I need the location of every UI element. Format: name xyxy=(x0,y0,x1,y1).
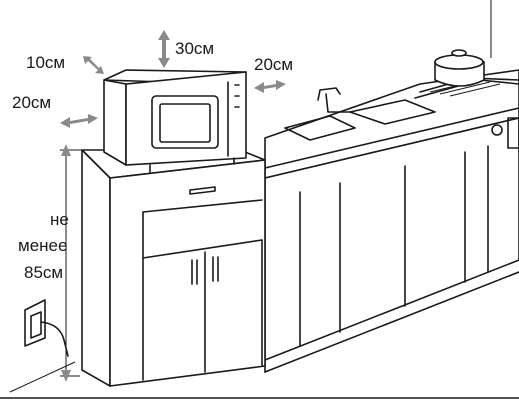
left-arrow xyxy=(60,114,98,128)
height-label-line1: не xyxy=(50,210,69,229)
left-clearance-label: 20см xyxy=(12,93,51,112)
kitchen-cabinet-icon xyxy=(81,149,266,387)
height-label-line2: менее xyxy=(18,236,67,255)
microwave-icon xyxy=(103,69,247,173)
cooking-pot-icon xyxy=(434,49,485,87)
kitchen-countertop xyxy=(264,69,519,373)
top-clearance-label: 30см xyxy=(175,39,214,58)
back-left-arrow xyxy=(83,56,104,74)
wall-socket-icon xyxy=(24,299,69,357)
right-arrow xyxy=(254,80,286,93)
right-clearance-label: 20см xyxy=(254,55,293,74)
top-arrow xyxy=(158,30,170,68)
height-dimension xyxy=(60,144,104,382)
height-label-line3: 85см xyxy=(24,263,63,282)
back-left-clearance-label: 10см xyxy=(26,53,65,72)
oven-front xyxy=(491,117,519,149)
sink-icon xyxy=(284,87,436,141)
